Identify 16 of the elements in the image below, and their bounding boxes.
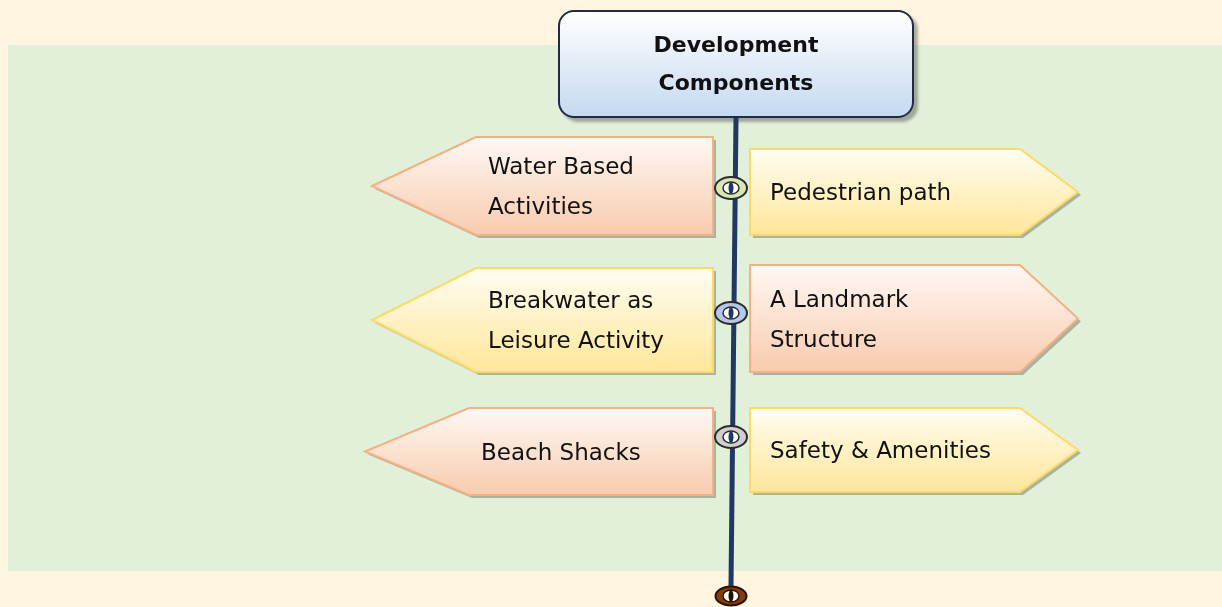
title-box <box>558 10 914 118</box>
left-arrow-sign <box>372 268 713 372</box>
right-arrow-sign <box>750 149 1078 235</box>
left-arrow-sign <box>372 137 713 235</box>
left-arrow-sign <box>365 408 713 495</box>
sign-label: Breakwater as Leisure Activity <box>488 286 665 355</box>
right-arrow-sign <box>750 265 1078 372</box>
sign-label: A Landmark Structure <box>770 285 910 354</box>
sign-label: Safety & Amenities <box>770 436 992 465</box>
sign-label: Water Based Activities <box>488 152 635 221</box>
pole-line <box>728 117 739 587</box>
pole-end-circle <box>714 585 748 607</box>
sign-label: Pedestrian path <box>770 178 953 207</box>
sign-label: Beach Shacks <box>481 438 642 467</box>
right-arrow-sign <box>750 408 1078 492</box>
title-text: Development Components <box>652 31 820 97</box>
